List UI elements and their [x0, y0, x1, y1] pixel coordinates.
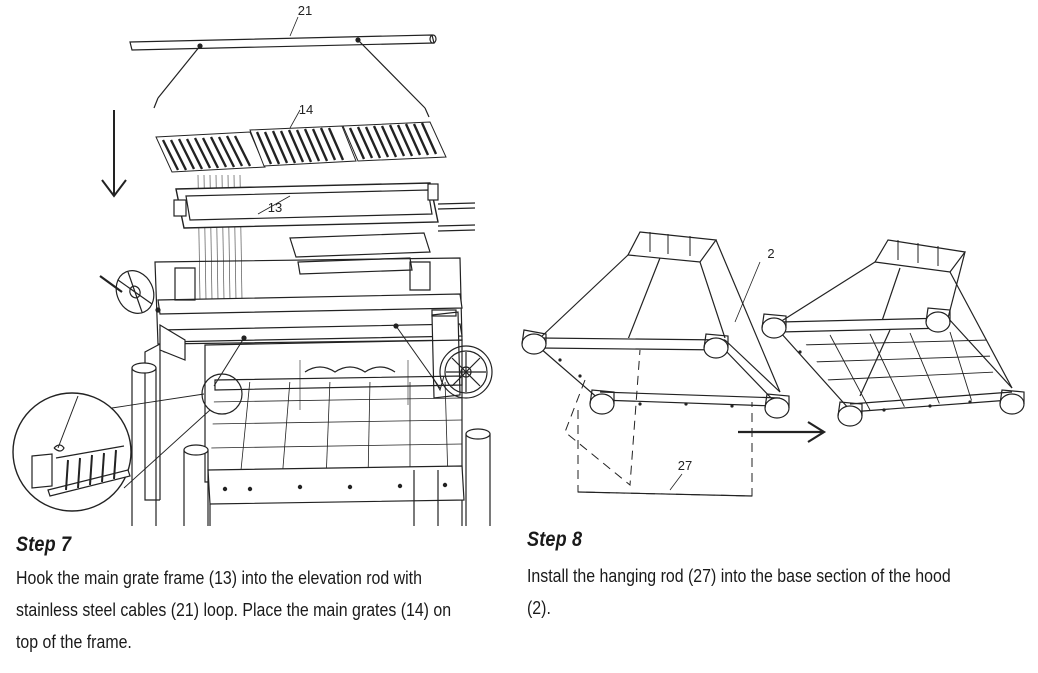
callout-27: 27 — [678, 458, 692, 473]
step8-instructions: Install the hanging rod (27) into the ba… — [527, 560, 966, 624]
step7-line-2: stainless steel cables (21) loop. Place … — [16, 599, 452, 620]
main-grates — [155, 109, 447, 173]
step7-figure: 21 14 13 — [12, 3, 493, 526]
callout-14: 14 — [299, 102, 313, 117]
step8-figure: 2 27 — [521, 231, 1025, 497]
step8-title: Step 8 — [527, 528, 583, 551]
callout-21: 21 — [298, 3, 312, 18]
step8-line-1: Install the hanging rod (27) into the ba… — [527, 565, 951, 618]
callout-2: 2 — [767, 246, 774, 261]
grill-body — [99, 257, 493, 526]
down-arrow-icon — [101, 110, 127, 198]
side-tray — [289, 232, 431, 275]
right-arrow-icon — [738, 421, 827, 443]
hood-right — [761, 239, 1025, 427]
callout-13: 13 — [268, 200, 282, 215]
hood-left — [521, 231, 790, 497]
elevation-rod-cables — [129, 34, 437, 118]
step7-title: Step 7 — [16, 533, 72, 556]
step7-line-3: top of the frame. — [16, 631, 132, 652]
main-grate-frame — [173, 182, 476, 232]
detail-magnifier-icon — [12, 392, 211, 512]
step7-instructions: Hook the main grate frame (13) into the … — [16, 562, 451, 658]
step7-line-1: Hook the main grate frame (13) into the … — [16, 567, 422, 588]
